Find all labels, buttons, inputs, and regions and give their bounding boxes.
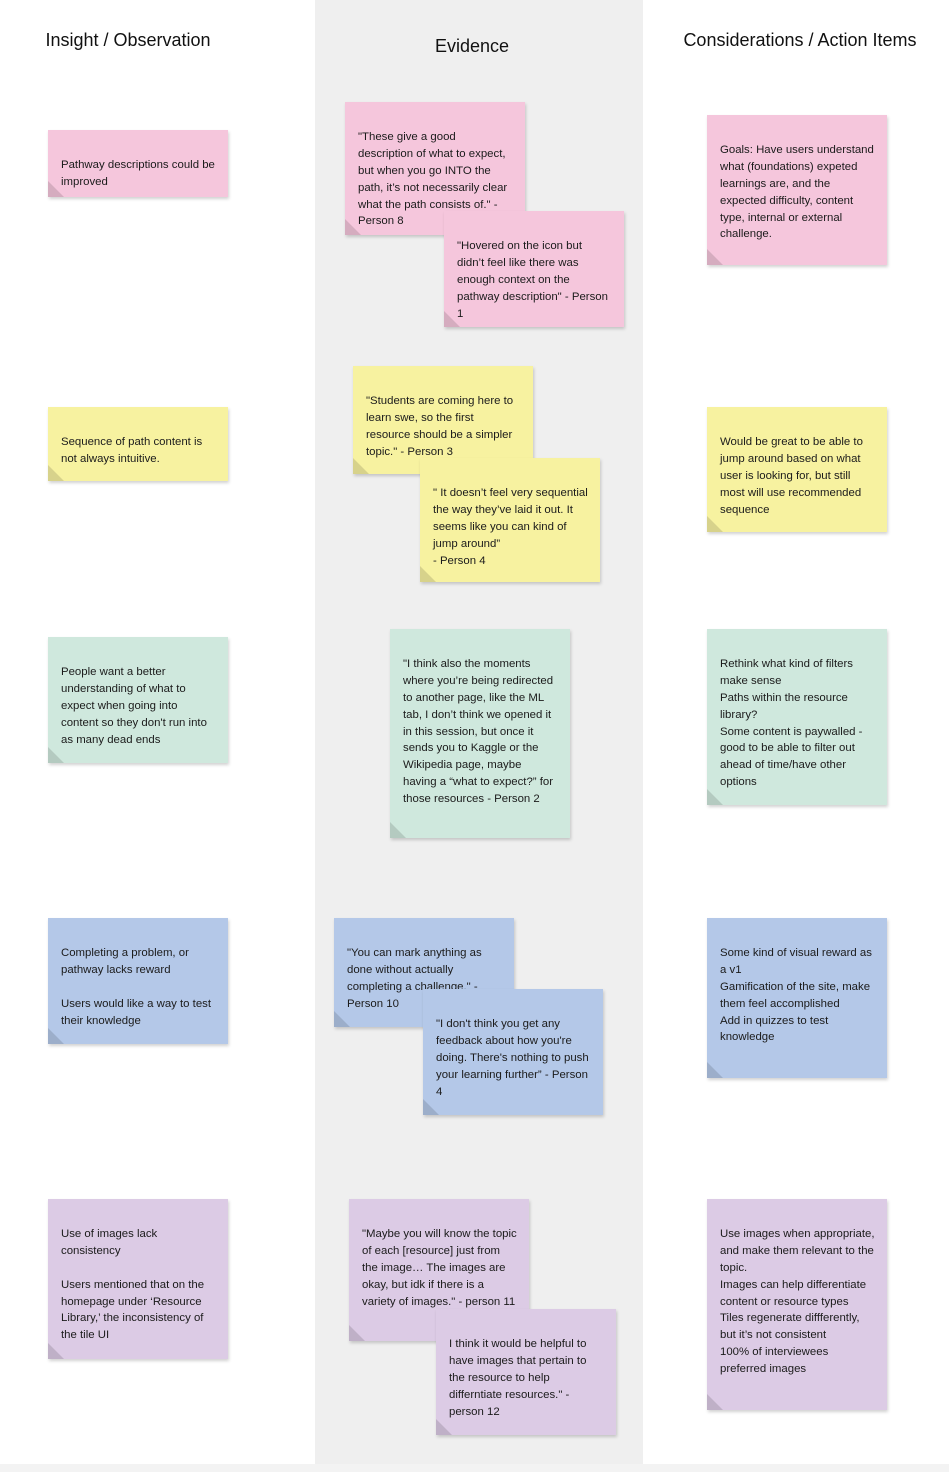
note-text: " It doesn’t feel very sequential the wa… xyxy=(433,486,588,567)
note-text: Sequence of path content is not always i… xyxy=(61,435,203,465)
page-curl xyxy=(349,1325,365,1341)
note-text: I think it would be helpful to have imag… xyxy=(449,1337,587,1418)
column-title-evidence: Evidence xyxy=(434,36,510,56)
evidence-note[interactable]: "I think also the moments where you’re b… xyxy=(390,629,570,838)
evidence-note[interactable]: "Hovered on the icon but didn’t feel lik… xyxy=(444,211,624,327)
evidence-note[interactable]: "I don't think you get any feedback abou… xyxy=(423,989,603,1115)
insight-note[interactable]: Pathway descriptions could be improved xyxy=(48,130,228,197)
page-curl xyxy=(707,249,723,265)
note-text: "Maybe you will know the topic of each [… xyxy=(362,1227,517,1308)
page-curl xyxy=(334,1011,350,1027)
page-curl xyxy=(423,1099,439,1115)
insight-note[interactable]: Use of images lack consistency Users men… xyxy=(48,1199,228,1359)
note-text: Rethink what kind of filters make sense … xyxy=(720,657,863,789)
note-text: Would be great to be able to jump around… xyxy=(720,435,863,516)
note-text: "I think also the moments where you’re b… xyxy=(403,657,554,806)
evidence-note[interactable]: "Students are coming here to learn swe, … xyxy=(353,366,533,474)
note-text: "Students are coming here to learn swe, … xyxy=(366,394,514,458)
note-text: "I don't think you get any feedback abou… xyxy=(436,1017,589,1098)
note-text: "These give a good description of what t… xyxy=(358,130,508,228)
insight-note[interactable]: People want a better understanding of wh… xyxy=(48,637,228,763)
page-curl xyxy=(707,1394,723,1410)
consideration-note[interactable]: Use images when appropriate, and make th… xyxy=(707,1199,887,1410)
note-text: Use of images lack consistency Users men… xyxy=(61,1227,205,1342)
page-curl xyxy=(420,566,436,582)
page-curl xyxy=(353,458,369,474)
evidence-note[interactable]: I think it would be helpful to have imag… xyxy=(436,1309,616,1435)
evidence-note[interactable]: "These give a good description of what t… xyxy=(345,102,525,235)
page-curl xyxy=(436,1419,452,1435)
page-curl xyxy=(707,1062,723,1078)
page-curl xyxy=(707,516,723,532)
page-curl xyxy=(48,1343,64,1359)
page-curl xyxy=(48,747,64,763)
page-curl xyxy=(48,465,64,481)
page-curl xyxy=(48,1028,64,1044)
column-title-considerations: Considerations / Action Items xyxy=(683,30,917,50)
consideration-note[interactable]: Some kind of visual reward as a v1 Gamif… xyxy=(707,918,887,1078)
note-text: People want a better understanding of wh… xyxy=(61,665,207,746)
note-text: Use images when appropriate, and make th… xyxy=(720,1227,875,1376)
consideration-note[interactable]: Goals: Have users understand what (found… xyxy=(707,115,887,265)
note-text: "You can mark anything as done without a… xyxy=(347,946,482,1010)
note-text: "Hovered on the icon but didn’t feel lik… xyxy=(457,239,608,320)
board-bottom-edge xyxy=(0,1464,949,1472)
insight-note[interactable]: Sequence of path content is not always i… xyxy=(48,407,228,481)
note-text: Completing a problem, or pathway lacks r… xyxy=(61,946,212,1027)
consideration-note[interactable]: Rethink what kind of filters make sense … xyxy=(707,629,887,805)
page-curl xyxy=(390,822,406,838)
note-text: Pathway descriptions could be improved xyxy=(61,158,215,188)
note-text: Goals: Have users understand what (found… xyxy=(720,143,874,241)
page-curl xyxy=(707,789,723,805)
evidence-note[interactable]: "Maybe you will know the topic of each [… xyxy=(349,1199,529,1341)
insight-note[interactable]: Completing a problem, or pathway lacks r… xyxy=(48,918,228,1044)
note-text: Some kind of visual reward as a v1 Gamif… xyxy=(720,946,872,1044)
column-title-insight: Insight / Observation xyxy=(45,30,211,50)
evidence-note[interactable]: " It doesn’t feel very sequential the wa… xyxy=(420,458,600,582)
consideration-note[interactable]: Would be great to be able to jump around… xyxy=(707,407,887,532)
